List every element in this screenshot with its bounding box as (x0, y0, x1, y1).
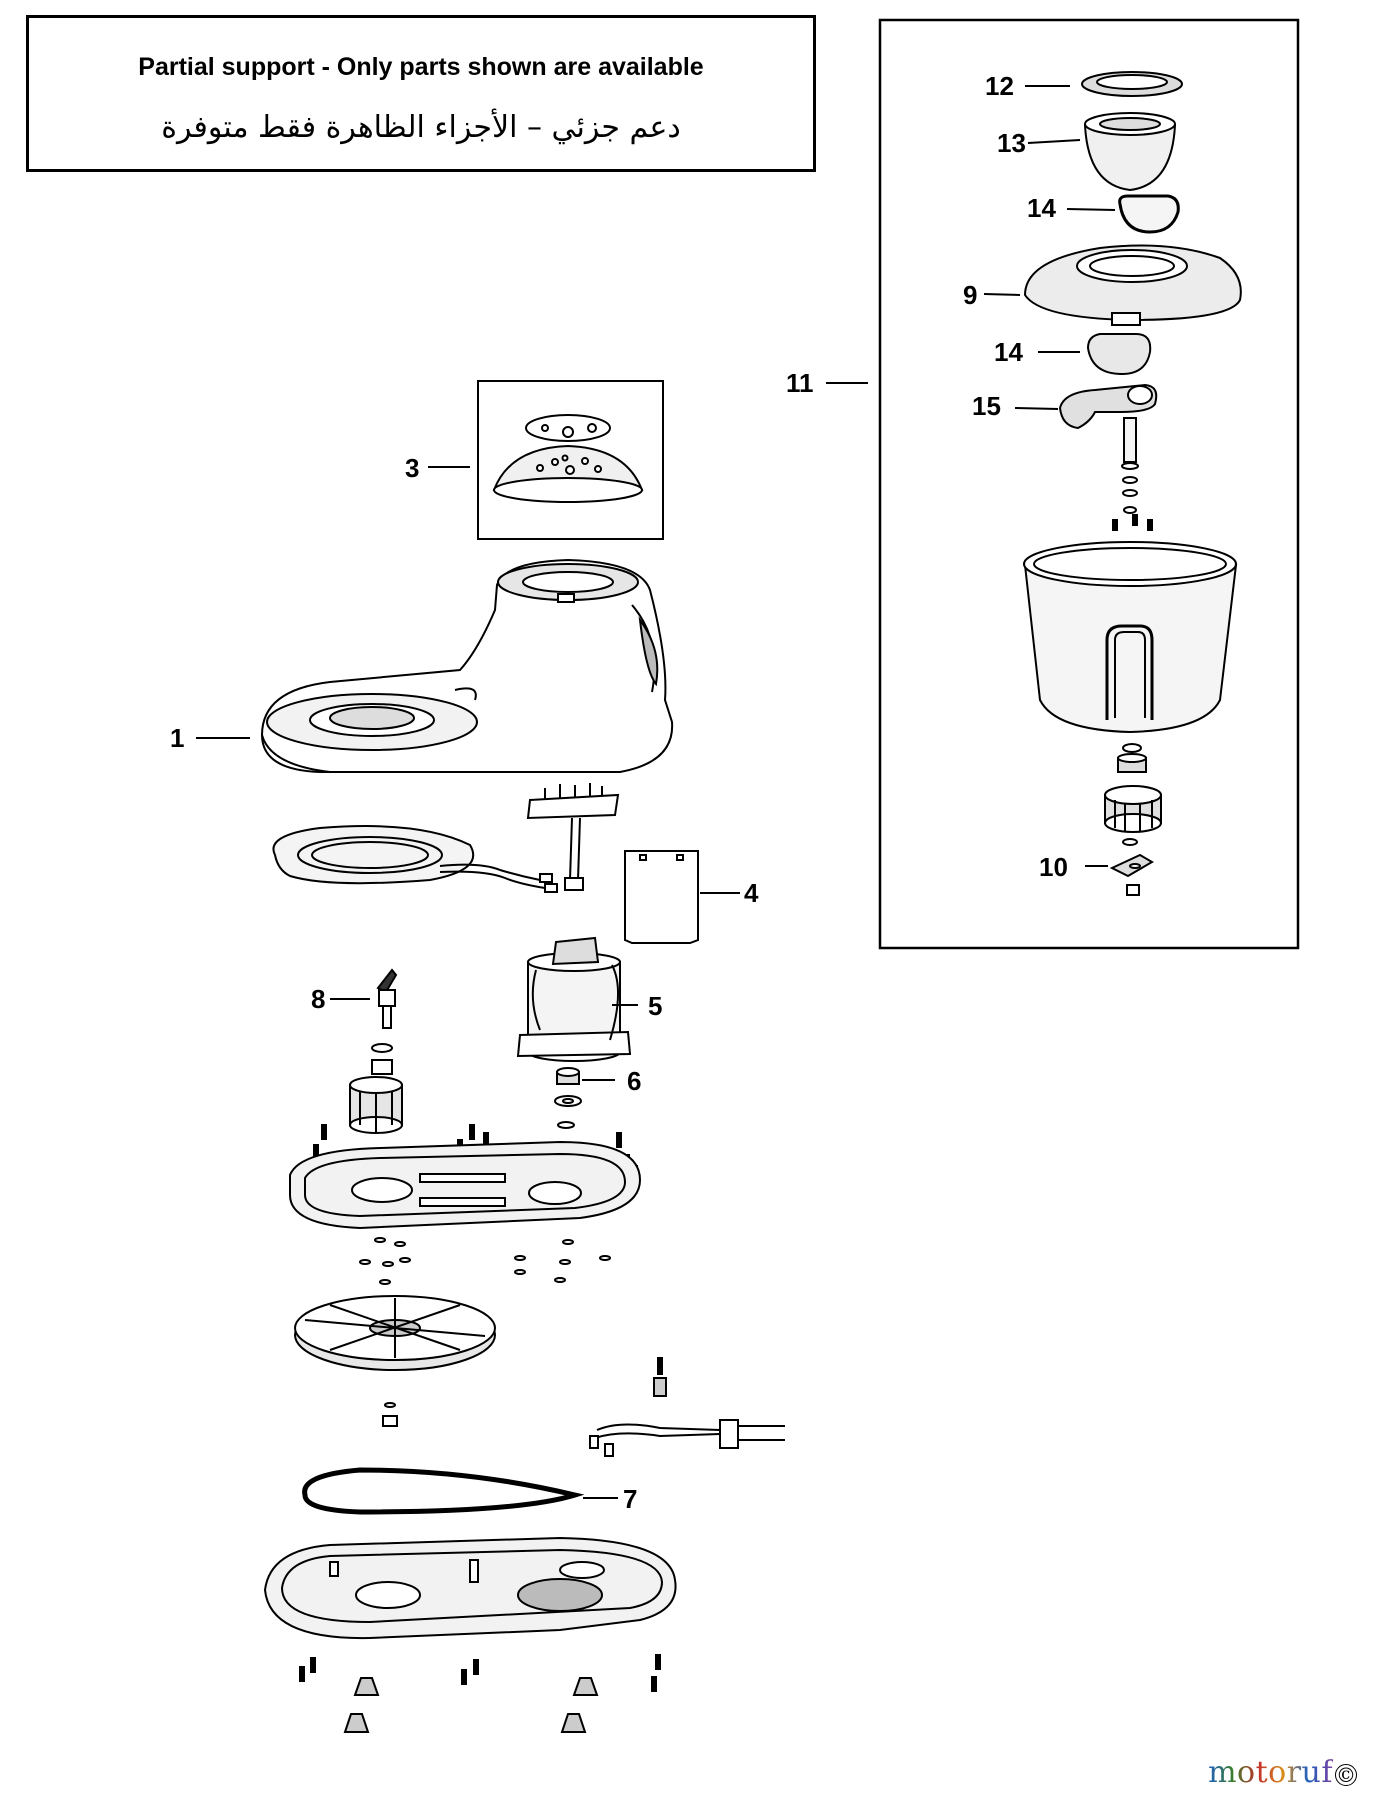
callout-4: 4 (744, 878, 759, 908)
callout-leader-lines (196, 85, 1116, 1499)
bowl-assembly-frame (878, 18, 1300, 950)
callout-8: 8 (311, 984, 325, 1014)
watermark-logo: motoruf© (1208, 1755, 1357, 1790)
callout-12: 12 (985, 71, 1014, 101)
part-14-clip-upper (1118, 194, 1180, 234)
lid-spindle (1112, 417, 1153, 531)
part-11-bowl (1023, 541, 1238, 734)
part-9-lid (1023, 244, 1242, 326)
callout-14-upper: 14 (1027, 193, 1056, 223)
notice-arabic-text: دعم جزئي – الأجزاء الظاهرة فقط متوفرة (161, 110, 681, 145)
part-3-disc-set (477, 380, 664, 540)
part-1-base-housing (260, 558, 674, 773)
part-13-strainer (1083, 112, 1177, 192)
bowl-coupling (1104, 743, 1162, 833)
copyright-icon: © (1335, 1763, 1357, 1787)
part-4-panel (624, 850, 699, 944)
callout-3: 3 (405, 453, 419, 483)
part-8-shaft (371, 968, 398, 1075)
callout-7: 7 (623, 1484, 637, 1514)
part-14-clip-lower (1086, 333, 1152, 376)
rubber-feet (299, 1654, 661, 1733)
part-5-motor (516, 936, 632, 1062)
callout-13: 13 (997, 128, 1026, 158)
callout-14-lower: 14 (994, 337, 1023, 367)
callout-9: 9 (963, 280, 977, 310)
switch-board (526, 783, 620, 891)
callout-10: 10 (1039, 852, 1068, 882)
availability-notice: Partial support - Only parts shown are a… (26, 15, 816, 172)
notice-english-text: Partial support - Only parts shown are a… (138, 53, 704, 81)
watermark-text: motoruf (1208, 1755, 1333, 1790)
callout-6: 6 (627, 1066, 641, 1096)
heating-element (272, 825, 558, 893)
part-7-belt (302, 1467, 585, 1515)
bottom-cover (263, 1536, 677, 1640)
callout-11: 11 (786, 368, 814, 398)
part-12-lid-ring (1081, 71, 1183, 97)
callout-15: 15 (972, 391, 1001, 421)
chassis-screws-bottom (359, 1237, 611, 1285)
part-6-gear (554, 1067, 582, 1129)
chassis-plate (289, 1140, 642, 1230)
drive-wheel (349, 1076, 403, 1134)
cooling-fan (294, 1295, 496, 1371)
power-cord (589, 1357, 785, 1457)
part-10-blade (1109, 838, 1154, 896)
callout-1: 1 (170, 723, 184, 753)
callout-5: 5 (648, 991, 662, 1021)
